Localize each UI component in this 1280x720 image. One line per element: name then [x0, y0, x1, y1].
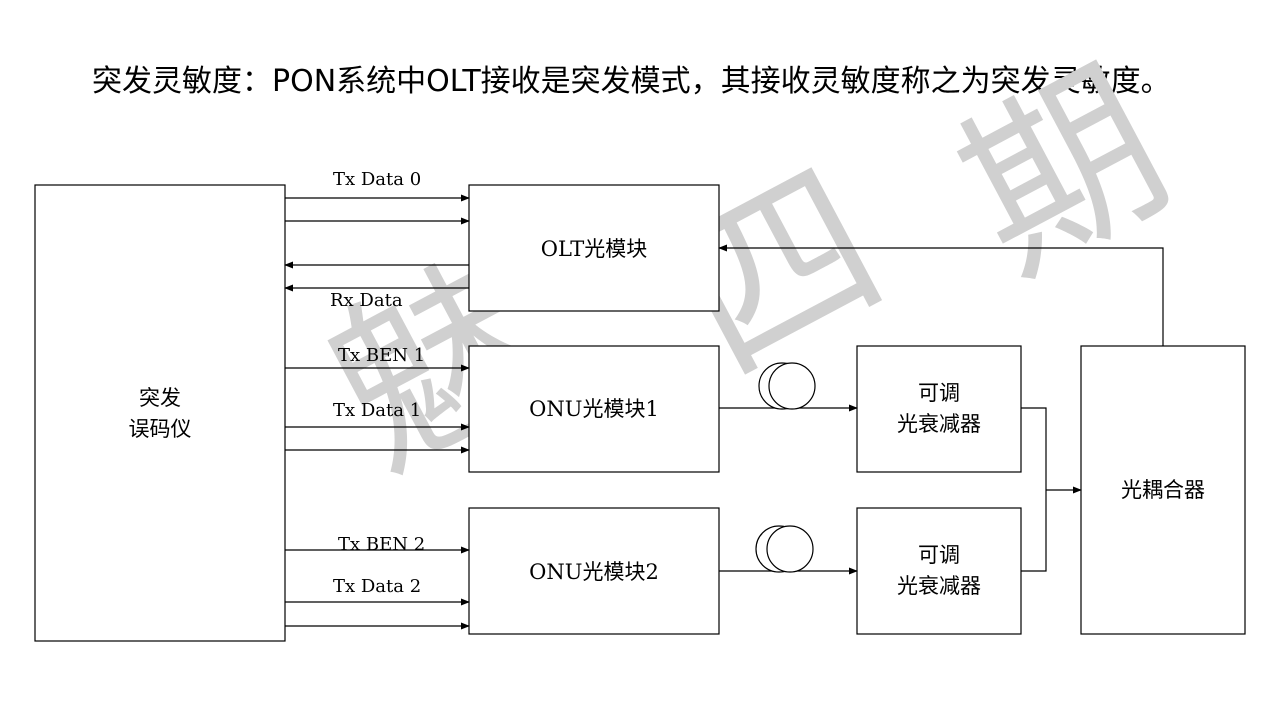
onu-module-1-label: ONU光模块1: [529, 397, 659, 421]
tx-data-2-label: Tx Data 2: [333, 576, 421, 597]
tx-ben-2-label: Tx BEN 2: [338, 534, 425, 555]
burst-error-tester-box: [34, 184, 286, 642]
attenuator-1-label-line2: 光衰减器: [897, 412, 981, 436]
attenuator-2-box: [856, 507, 1022, 635]
watermark-char-4: 期: [928, 30, 1200, 314]
tester-label-line2: 误码仪: [129, 417, 192, 441]
onu-module-2-label: ONU光模块2: [529, 560, 659, 584]
olt-module-box: [468, 184, 720, 312]
optical-coupler-label: 光耦合器: [1121, 478, 1205, 502]
tx-data-1-label: Tx Data 1: [333, 400, 421, 421]
optical-coupler-box: [1080, 345, 1246, 635]
tx-ben-1-label: Tx BEN 1: [338, 345, 425, 366]
fiber-spool-1-icon: [758, 362, 816, 410]
olt-module-label: OLT光模块: [541, 237, 647, 261]
fiber-attenuator1-to-junction: [1021, 407, 1047, 572]
attenuator-1-label-line1: 可调: [918, 381, 960, 405]
page-title: 突发灵敏度：PON系统中OLT接收是突发模式，其接收灵敏度称之为突发灵敏度。: [92, 64, 1171, 99]
rx-data-label: Rx Data: [330, 290, 403, 311]
attenuator-2-label-line1: 可调: [918, 543, 960, 567]
attenuator-1-box: [856, 345, 1022, 473]
fiber-coupler-to-olt: [718, 244, 1164, 346]
tester-label-line1: 突发: [139, 386, 181, 410]
attenuator-2-label-line2: 光衰减器: [897, 574, 981, 598]
onu-module-2-box: [468, 507, 720, 635]
tx-data-0-label: Tx Data 0: [333, 169, 421, 190]
fiber-spool-2-icon: [755, 525, 814, 573]
onu-module-1-box: [468, 345, 720, 473]
